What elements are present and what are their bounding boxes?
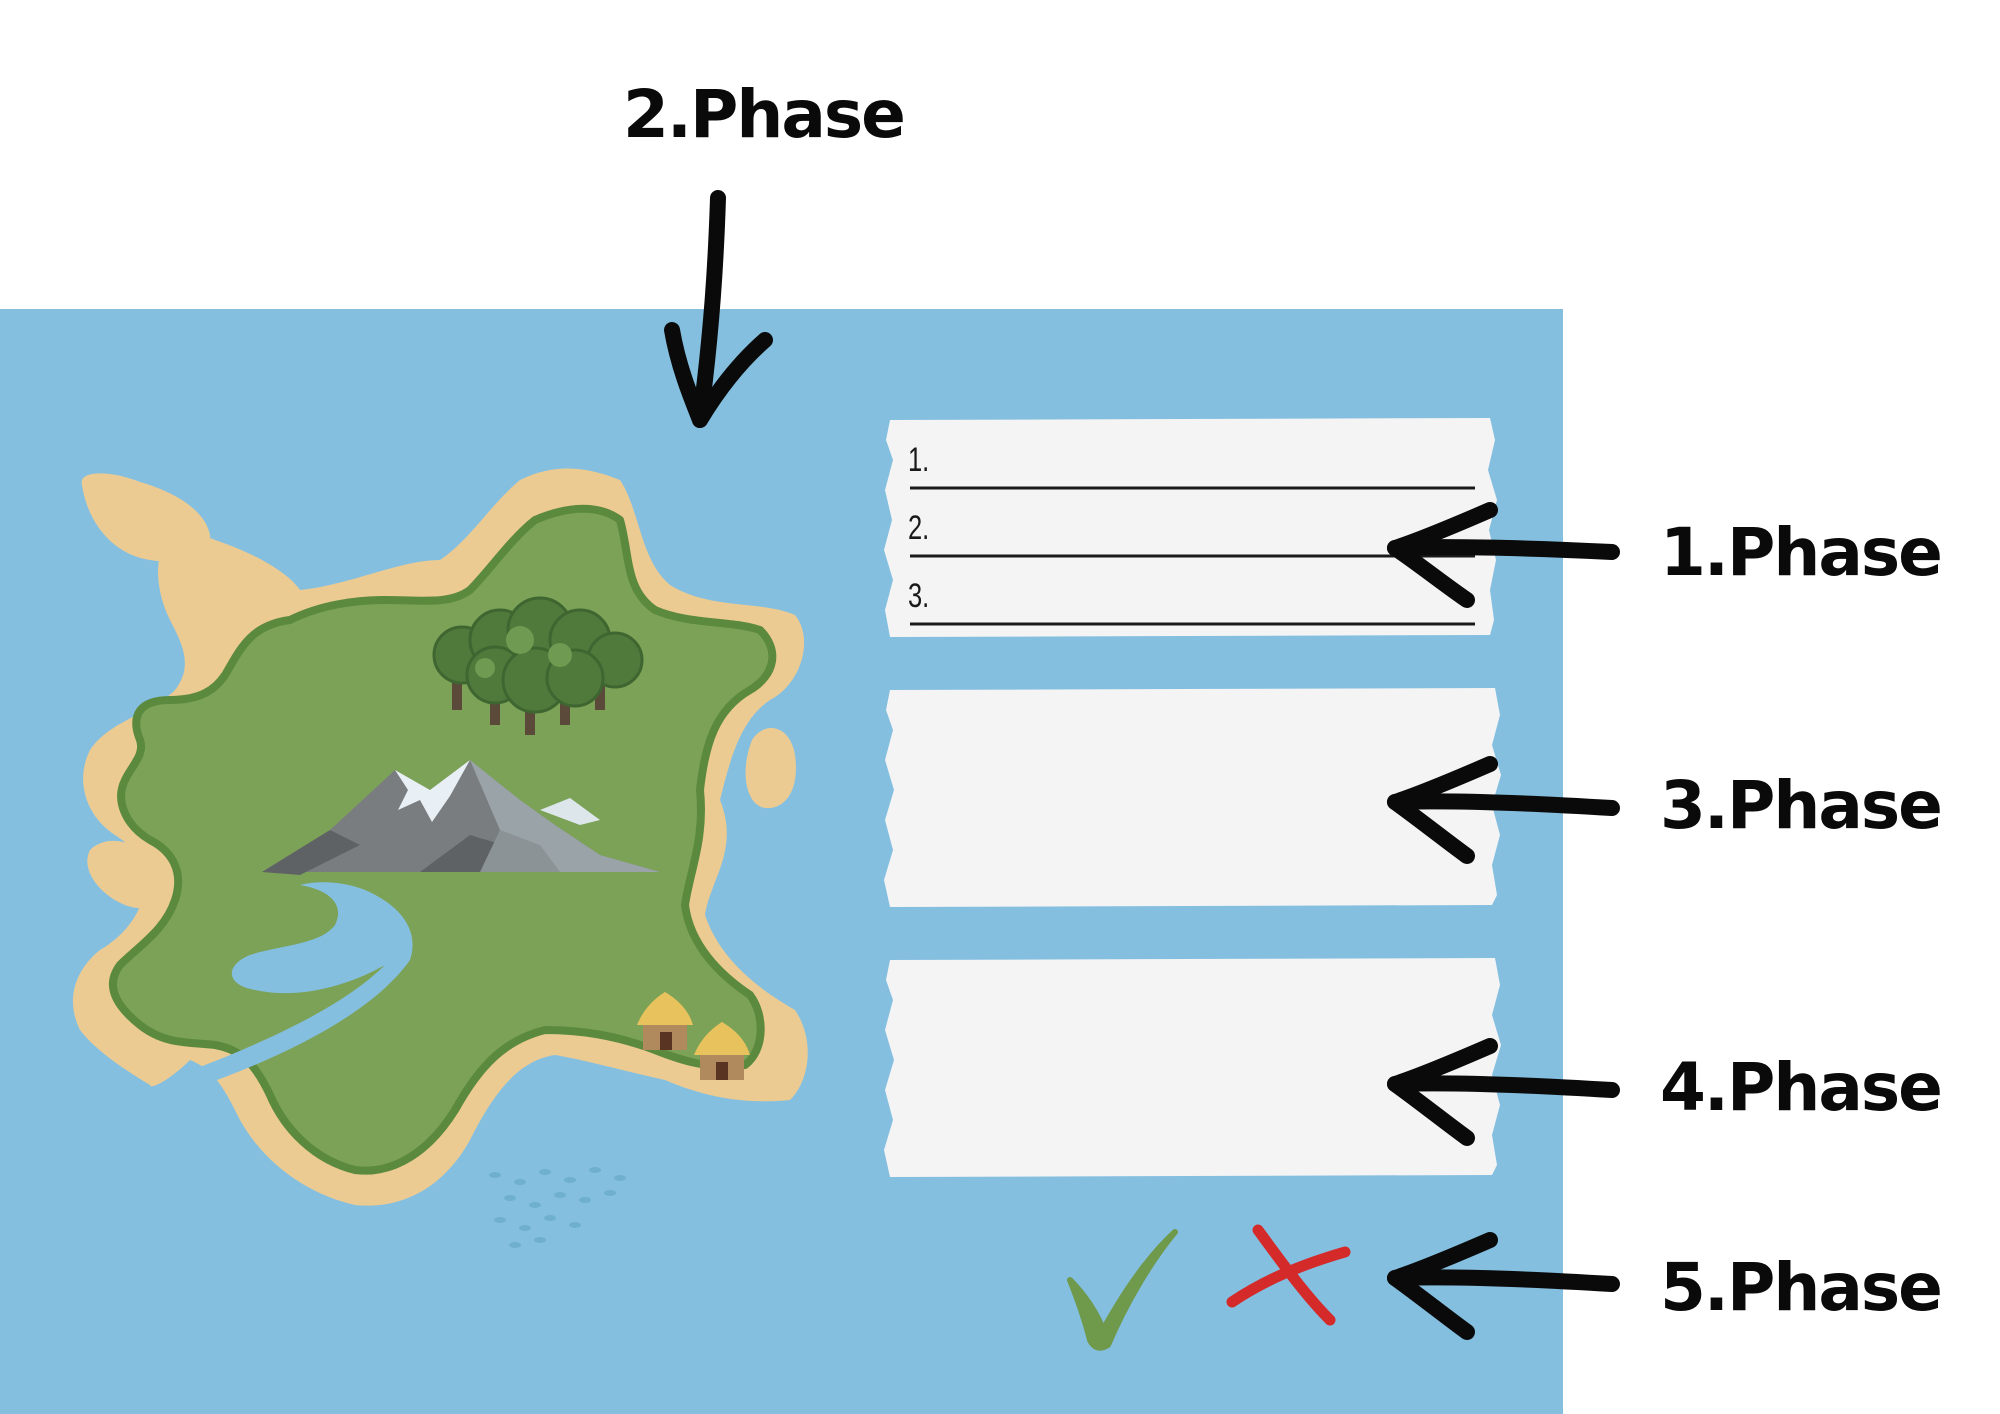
label-phase-2: 2.Phase bbox=[623, 76, 906, 153]
arrow-phase-5 bbox=[1387, 1232, 1620, 1340]
mountains bbox=[262, 760, 660, 875]
arrow-phase-4 bbox=[1387, 1038, 1620, 1146]
list-item-number: 1. bbox=[908, 441, 930, 479]
islet-sand bbox=[745, 728, 796, 809]
list-lines bbox=[910, 486, 1475, 626]
label-phase-3: 3.Phase bbox=[1660, 767, 1943, 844]
huts bbox=[637, 992, 750, 1080]
label-phase-5: 5.Phase bbox=[1660, 1249, 1943, 1326]
river bbox=[158, 882, 413, 1095]
panel-phase-3 bbox=[884, 688, 1501, 907]
arrow-phase-2 bbox=[664, 190, 773, 428]
arrows bbox=[664, 190, 1620, 1340]
cross-icon bbox=[1226, 1224, 1351, 1326]
island-map bbox=[72, 468, 808, 1248]
panel-phase-4 bbox=[884, 958, 1501, 1177]
forest bbox=[432, 596, 644, 735]
fish-school bbox=[489, 1167, 626, 1248]
arrow-phase-1 bbox=[1387, 502, 1620, 608]
list-item-number: 2. bbox=[908, 509, 930, 547]
list-item-number: 3. bbox=[908, 577, 930, 615]
label-phase-1: 1.Phase bbox=[1660, 514, 1943, 591]
arrow-phase-3 bbox=[1387, 756, 1620, 864]
check-icon bbox=[1067, 1229, 1178, 1351]
list-panel bbox=[884, 418, 1497, 637]
label-phase-4: 4.Phase bbox=[1660, 1049, 1943, 1126]
